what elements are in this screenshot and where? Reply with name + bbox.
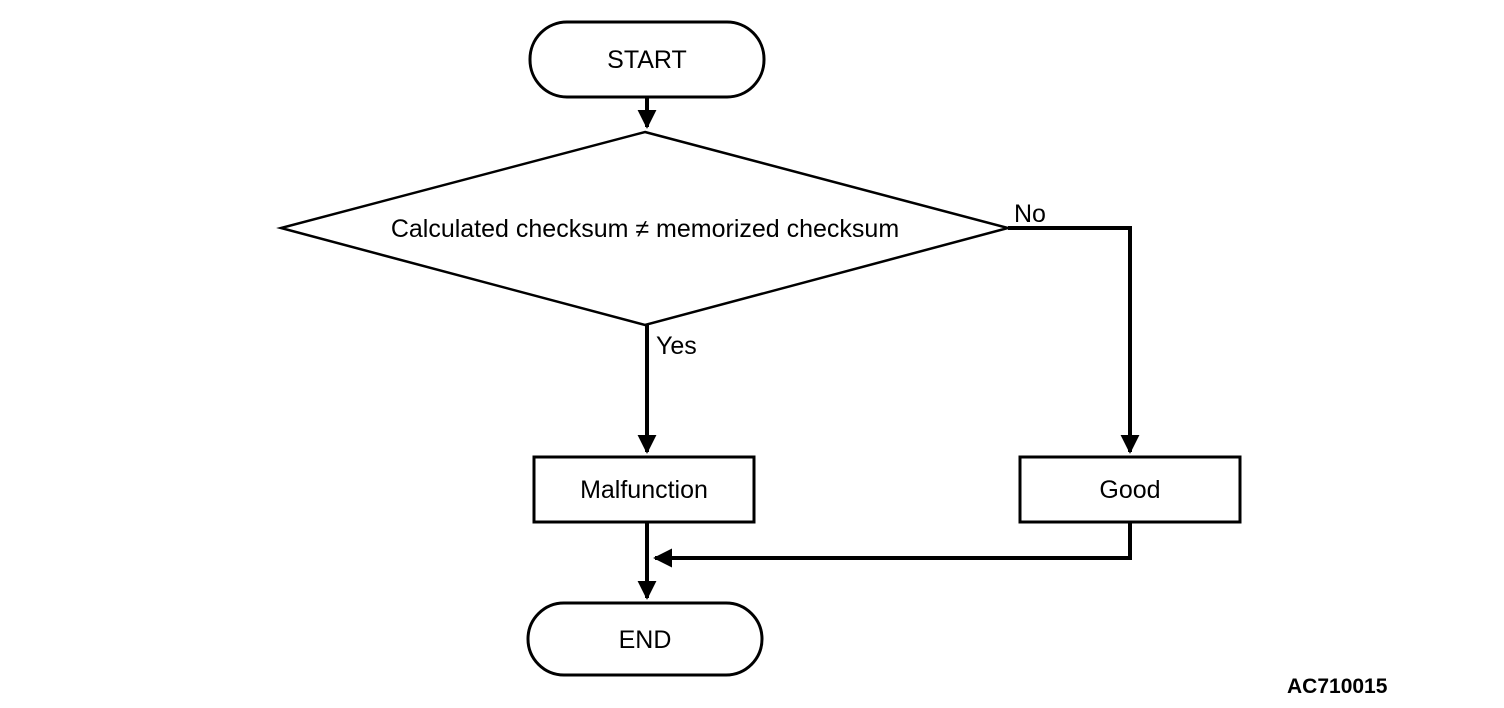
malfunction-node-shape: [532, 455, 756, 524]
figure-code: AC710015: [1287, 675, 1388, 698]
no-edge-label: No: [1014, 200, 1046, 228]
end-node-label: END: [619, 626, 672, 654]
connector-good-to-merge: [653, 522, 1132, 568]
end-node-shape: [526, 601, 764, 677]
malfunction-node-label: Malfunction: [580, 476, 708, 504]
good-node-shape: [1018, 455, 1242, 524]
decision-node-shape: [276, 130, 1013, 327]
start-node-shape: [528, 20, 766, 99]
yes-edge-label: Yes: [656, 332, 697, 360]
connector-no-branch-to-good: [1008, 226, 1140, 454]
decision-node-label: Calculated checksum ≠ memorized checksum: [391, 215, 899, 243]
good-node-label: Good: [1099, 476, 1160, 504]
start-node-label: START: [607, 46, 687, 74]
